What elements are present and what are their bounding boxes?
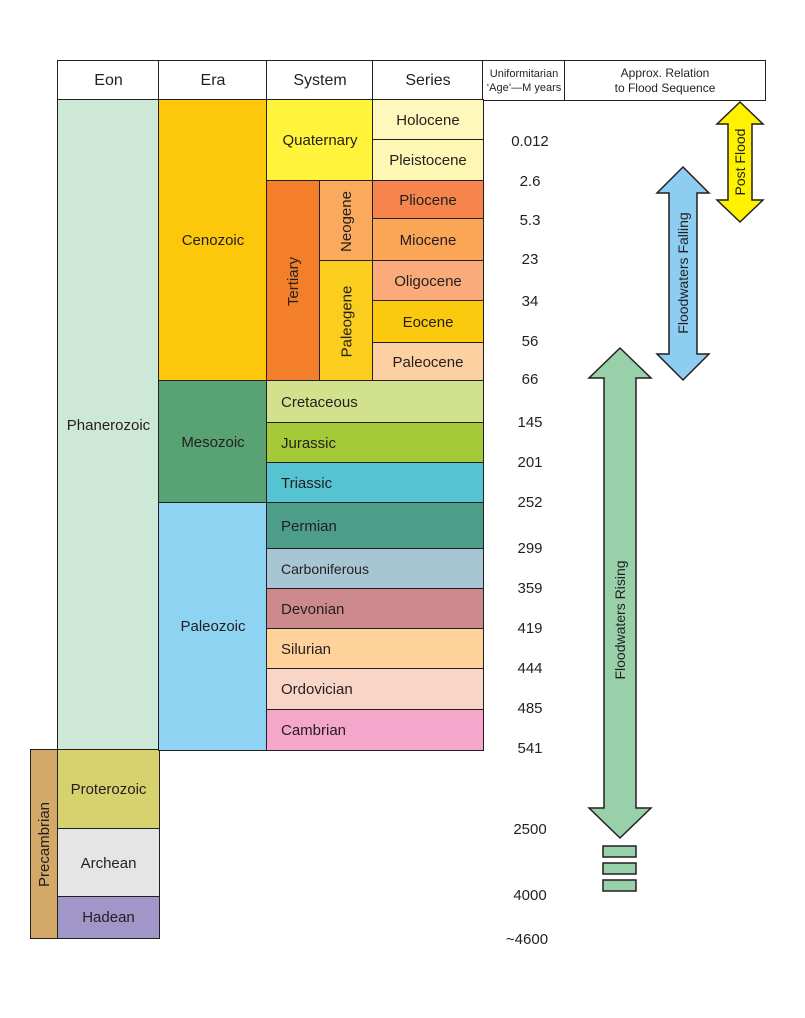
age-label: 485 [517,700,543,717]
series-paleocene: Paleocene [372,342,484,382]
floodwaters-falling-arrow [655,165,711,382]
age-label: 2500 [513,821,547,838]
age-label: 56 [521,333,539,350]
age-label: 5.3 [519,212,541,229]
eon-precambrian: Precambrian [30,749,59,939]
era-mesozoic: Mesozoic [158,380,268,504]
system-cambrian: Cambrian [266,709,484,751]
age-label: 359 [517,580,543,597]
series-pleistocene: Pleistocene [372,139,484,182]
system-paleogene: Paleogene [319,260,374,382]
system-cretaceous: Cretaceous [266,380,484,424]
era-cenozoic: Cenozoic [158,99,268,382]
series-pliocene: Pliocene [372,180,484,220]
age-label: 66 [521,371,539,388]
floodwaters-rising-label: Floodwaters Rising [612,560,628,680]
system-devonian: Devonian [266,588,484,630]
age-label: 419 [517,620,543,637]
age-label: 201 [517,454,543,471]
header-age-line2: ‘Age’—M years [486,81,562,94]
continuation-dash [602,862,637,875]
eon-hadean: Hadean [57,896,160,939]
age-label: 23 [521,251,539,268]
age-label: 145 [517,414,543,431]
floodwaters-falling-label: Floodwaters Falling [675,212,691,334]
system-tertiary: Tertiary [266,180,321,382]
header-age-line1: Uniformitarian [489,67,559,80]
system-quaternary: Quaternary [266,99,374,182]
header-flood-line1: Approx. Relation [620,65,710,80]
age-label: 2.6 [519,173,541,190]
series-miocene: Miocene [372,218,484,262]
continuation-dash [602,845,637,858]
system-jurassic: Jurassic [266,422,484,464]
age-label: 299 [517,540,543,557]
continuation-dash [602,879,637,892]
eon-proterozoic: Proterozoic [57,749,160,830]
age-label: 444 [517,660,543,677]
system-carboniferous: Carboniferous [266,548,484,590]
post-flood-label: Post Flood [732,128,748,196]
header-eon: Eon [57,60,160,101]
header-flood-line2: to Flood Sequence [614,80,716,95]
eon-phanerozoic: Phanerozoic [57,99,160,751]
post-flood-arrow [715,100,765,224]
system-triassic: Triassic [266,462,484,504]
age-label: 34 [521,293,539,310]
age-label: ~4600 [505,931,549,948]
age-label: 541 [517,740,543,757]
eon-archean: Archean [57,828,160,898]
age-label: 252 [517,494,543,511]
header-system: System [266,60,374,101]
header-age: Uniformitarian ‘Age’—M years [482,60,566,101]
age-label: 4000 [513,887,547,904]
era-paleozoic: Paleozoic [158,502,268,751]
header-flood: Approx. Relation to Flood Sequence [564,60,766,101]
system-neogene: Neogene [319,180,374,262]
age-label: 0.012 [511,133,549,150]
floodwaters-rising-arrow [587,346,653,840]
